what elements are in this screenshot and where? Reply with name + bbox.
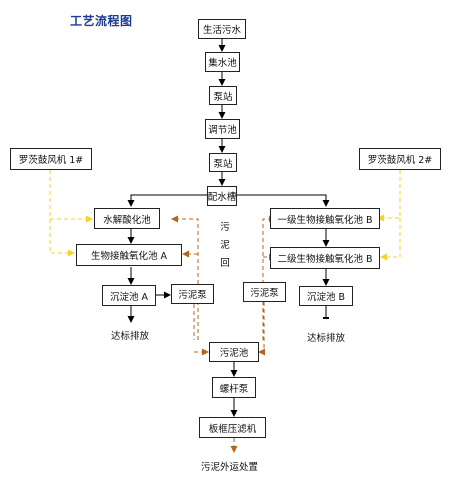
- sludge-return-right-upper: [262, 215, 276, 340]
- node-screw-pump: 螺杆泵: [212, 377, 256, 398]
- air-line-blower-2-primary: [377, 170, 401, 222]
- node-sewage: 生活污水: [198, 19, 246, 39]
- node-regulating-tank: 调节池: [205, 119, 240, 139]
- node-distribution-well: 配水槽: [207, 186, 237, 206]
- node-secondary-bio-b: 二级生物接触氧化池 B: [270, 247, 380, 269]
- air-line-blower-1-bio-a: [49, 219, 75, 257]
- node-sedimentation-b: 沉淀池 B: [299, 286, 353, 306]
- label-discharge-b: 达标排放: [307, 333, 346, 344]
- flow-distribution-to-primary-b: [237, 194, 330, 207]
- node-blower-1: 罗茨鼓风机 1#: [10, 148, 92, 170]
- node-pump-station-2: 泵站: [209, 153, 237, 172]
- node-hydrolysis-tank: 水解酸化池: [94, 208, 160, 229]
- label-discharge-a: 达标排放: [111, 331, 150, 342]
- node-sludge-pump-b: 污泥泵: [243, 282, 286, 302]
- flow-distribution-to-hydrolysis: [127, 194, 207, 207]
- node-bio-contact-a: 生物接触氧化池 A: [76, 244, 182, 266]
- node-collection-tank: 集水池: [205, 52, 240, 72]
- air-line-blower-1-hydrolysis: [49, 170, 93, 223]
- node-primary-bio-b: 一级生物接触氧化池 B: [270, 208, 380, 229]
- node-pump-station-1: 泵站: [209, 86, 237, 105]
- node-sludge-tank: 污泥池: [209, 342, 259, 362]
- node-blower-2: 罗茨鼓风机 2#: [359, 148, 441, 170]
- node-filter-press: 板框压滤机: [199, 417, 266, 438]
- label-sludge-return-char-2: 泥: [220, 240, 230, 251]
- sludge-return-left-upper: [171, 215, 199, 340]
- diagram-title: 工艺流程图: [70, 14, 133, 28]
- label-sludge-return: 污 泥 回: [219, 219, 231, 273]
- label-sludge-return-char-3: 回: [220, 258, 230, 269]
- air-line-blower-2-secondary: [380, 218, 401, 261]
- label-sludge-out: 污泥外运处置: [201, 462, 259, 473]
- node-sedimentation-a: 沉淀池 A: [102, 285, 156, 306]
- label-sludge-return-char-1: 污: [220, 222, 230, 233]
- node-sludge-pump-a: 污泥泵: [171, 284, 214, 304]
